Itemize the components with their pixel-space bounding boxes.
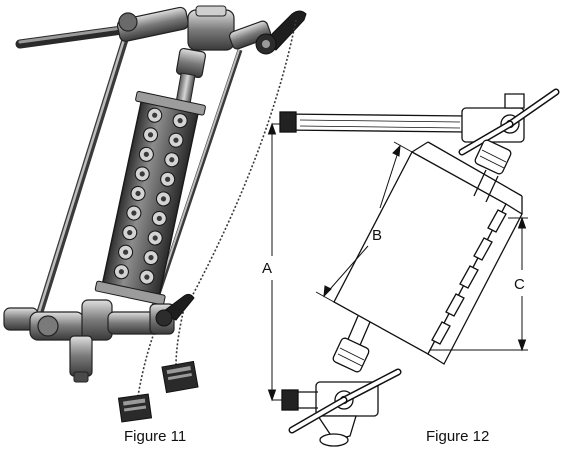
bottom-valve-lever bbox=[288, 368, 402, 434]
bolt-center bbox=[131, 210, 137, 216]
bottom-union-nut bbox=[332, 337, 370, 373]
hanging-tag-right bbox=[161, 360, 199, 394]
bolt-center bbox=[118, 269, 125, 275]
gauge-side-ribs bbox=[431, 209, 507, 345]
top-union-nut bbox=[474, 139, 512, 175]
dimension-b bbox=[315, 141, 413, 303]
upper-stem bbox=[473, 169, 499, 203]
bottom-pipe bbox=[281, 389, 318, 411]
bolt-center bbox=[144, 274, 150, 280]
bolt-center bbox=[169, 157, 175, 163]
top-valve-lever bbox=[458, 88, 560, 156]
bolt-center bbox=[177, 118, 183, 124]
top-valve-handle bbox=[255, 10, 307, 55]
bolt-center bbox=[143, 151, 149, 157]
gauge-block-bolts bbox=[113, 107, 188, 285]
bolt-center bbox=[127, 230, 133, 236]
dimension-b-label: B bbox=[372, 227, 382, 244]
dimension-c-label: C bbox=[514, 276, 525, 293]
bolt-center bbox=[156, 215, 162, 222]
bolt-center bbox=[135, 190, 141, 197]
bolt-center bbox=[160, 196, 167, 202]
dimension-a-label: A bbox=[262, 260, 272, 277]
left-guard-rod bbox=[36, 28, 132, 314]
bolt-center bbox=[147, 132, 154, 138]
bolt-center bbox=[122, 249, 129, 255]
figure-11-caption: Figure 11 bbox=[124, 428, 187, 445]
hanging-tag-left bbox=[117, 393, 153, 423]
top-pipe bbox=[279, 111, 467, 133]
bolt-center bbox=[139, 171, 145, 177]
bolt-center bbox=[152, 235, 158, 241]
gauge-block bbox=[94, 90, 206, 306]
dimension-a bbox=[267, 122, 282, 402]
bolt-center bbox=[173, 137, 179, 143]
figure-12-caption: Figure 12 bbox=[426, 428, 490, 445]
drain-chain bbox=[137, 19, 297, 397]
dimension-c bbox=[430, 216, 528, 352]
bolt-center bbox=[152, 112, 158, 118]
top-valve-fitting bbox=[116, 5, 272, 79]
bolt-center bbox=[148, 254, 154, 261]
gauge-body bbox=[333, 141, 523, 365]
bottom-valve-handle bbox=[155, 293, 195, 327]
bolt-center bbox=[165, 176, 171, 182]
